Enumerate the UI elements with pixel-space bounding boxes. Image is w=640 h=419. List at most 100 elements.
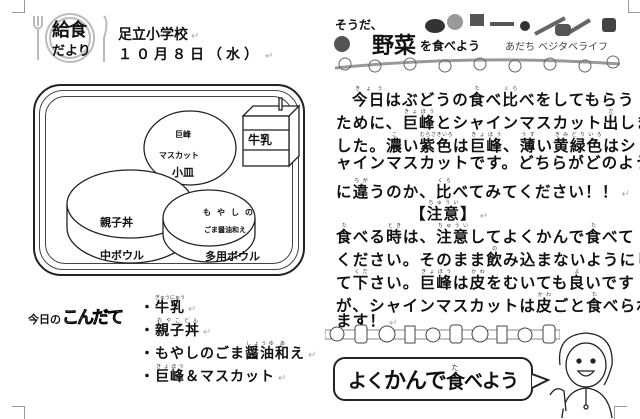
furigana: こ [386, 132, 403, 138]
furigana: しょうゆ [245, 341, 275, 347]
menu-item: ・親子丼おやこどん↵ [140, 318, 213, 339]
ruby-word: 飲の [486, 246, 504, 269]
food-characters-strip-icon [325, 324, 560, 344]
ruby-word: 食た [586, 292, 603, 315]
ruby-word: 巨峰きょほう [402, 109, 436, 132]
logo-title: 給食 [52, 20, 87, 41]
main-bowl-item: 親子丼 [100, 216, 133, 229]
ruby-word: 親子丼おやこどん [155, 318, 200, 339]
furigana: おやこどん [155, 318, 200, 324]
side-bowl-item: もやしの [203, 208, 259, 217]
lunch-tray-diagram [33, 84, 305, 276]
page-corner-mark [614, 406, 627, 419]
page-corner-mark [12, 0, 25, 13]
furigana: きょほう [155, 364, 185, 370]
menu-item: ・もやしのごま醤油しょうゆ和あえ↵ [140, 341, 318, 362]
furigana: あ [275, 341, 290, 347]
article-line: 今日きょうはぶどうの食たべ比くらべをしてもらう [352, 86, 635, 109]
furigana: ぎゅうにゅう [155, 295, 185, 301]
furigana: くら [435, 178, 453, 184]
furigana: た [468, 86, 486, 92]
logo-subtitle: だより [52, 44, 91, 59]
furigana: かわ [469, 269, 487, 275]
article-line: ために、巨峰きょほうとシャインマスカット出だしま [336, 109, 640, 132]
issue-date: １０月８日（水）↵ [118, 47, 278, 63]
ruby-word: 時とき [386, 223, 403, 246]
ruby-word: 濃こ [386, 132, 403, 155]
ruby-word: 醤油しょうゆ [245, 341, 275, 362]
furigana: とき [386, 223, 403, 229]
ruby-word: 皮かわ [469, 269, 487, 292]
small-plate [143, 110, 237, 186]
furigana: きょう [352, 86, 386, 92]
furigana: きょほう [469, 132, 504, 138]
ruby-word: 注意ちゅうい [426, 200, 461, 223]
plate-cutlery-icon [33, 13, 108, 63]
article-line: ます！↵ [336, 312, 399, 330]
banner-subtitle: あだち ベジタベライフ [505, 42, 608, 53]
small-plate-item: マスカット [159, 151, 199, 160]
ruby-word: 皮かわ [536, 292, 553, 315]
ruby-word: 出だ [602, 109, 620, 132]
milk-carton [242, 115, 290, 167]
chew-well-callout: よくかんで食たべよう [333, 357, 533, 401]
article-line: て下ください。巨峰きょほうは皮かわをむいても良よいです [336, 269, 635, 292]
article-line: に違ちがうのか、比くらべてみてください！！↵ [336, 178, 632, 201]
side-bowl [162, 189, 256, 247]
milk-label: 牛乳 [248, 133, 273, 147]
furigana: た [336, 223, 353, 229]
furigana: ちが [352, 178, 370, 184]
banner-prefix: そうだ、 [335, 18, 383, 32]
furigana: だ [602, 109, 620, 115]
furigana: くら [502, 86, 520, 92]
furigana: きょほう [402, 109, 436, 115]
ruby-word: 黄緑色きみどりいろ [553, 132, 604, 155]
furigana: た [585, 223, 602, 229]
ruby-word: 薄うす [519, 132, 537, 155]
ruby-word: 牛乳ぎゅうにゅう [155, 295, 185, 316]
ruby-word: 今日きょう [352, 86, 386, 109]
banner-title-big: 野菜 [372, 34, 417, 59]
page-corner-mark [628, 0, 640, 13]
ruby-word: 違ちが [352, 178, 370, 201]
ruby-word: 食た [585, 223, 602, 246]
furigana: うす [519, 132, 537, 138]
page-corner-mark [12, 406, 25, 419]
article-line: した。濃こい紫色むらさきいろは巨峰きょほう、薄うすい黄緑色きみどりいろはシ [336, 132, 637, 155]
furigana: むらさきいろ [419, 132, 453, 138]
vegetable-banner: そうだ、 野菜 を食べよう あだち ベジタベライフ [330, 6, 620, 78]
ruby-word: 注意ちゅうい [436, 223, 470, 246]
teacher-illustration-icon [549, 332, 613, 418]
speech-bubble-tail [532, 373, 551, 389]
menu-item: ・巨峰きょほう＆マスカット↵ [140, 364, 288, 385]
side-bowl-label: 多用ボウル [205, 250, 260, 263]
article-line: ください。そのまま飲のみ込まないようにし [336, 246, 640, 269]
ruby-word: 和あ [275, 341, 290, 362]
ruby-word: 食た [468, 86, 486, 109]
vegetables-illustration-icon [334, 14, 620, 73]
furigana: ちゅうい [426, 200, 461, 206]
furigana: くだ [352, 269, 370, 275]
ruby-word: 比くら [502, 86, 520, 109]
school-name: 足立小学校↵ [118, 27, 200, 43]
furigana: かわ [536, 292, 553, 298]
newsletter-logo: 給食 だより [30, 12, 112, 64]
banner-title-rest: を食べよう [420, 39, 481, 53]
furigana: た [586, 292, 603, 298]
ruby-word: 巨峰きょほう [419, 269, 453, 292]
main-bowl-label: 中ボウル [100, 249, 144, 262]
article-heading: 【注意ちゅうい】↵ [410, 200, 490, 223]
article-line: ャインマスカットです。どちらがどのよう [336, 154, 640, 172]
furigana: よ [568, 269, 586, 275]
small-plate-label: 小皿 [172, 166, 194, 179]
ruby-word: 巨峰きょほう [155, 364, 185, 385]
furigana: の [486, 246, 504, 252]
small-plate-item: 巨峰 [175, 130, 191, 139]
tray-dishes-outline [66, 97, 301, 264]
ruby-word: 下くだ [352, 269, 370, 292]
furigana: きょほう [419, 269, 453, 275]
article-line: 食たべる時ときは、注意ちゅういしてよくかんで食たべて [336, 223, 635, 246]
menu-item: ・牛乳ぎゅうにゅう↵ [140, 295, 198, 316]
menu-title: 今日の こんだて [28, 308, 124, 329]
ruby-word: 良よ [568, 269, 586, 292]
